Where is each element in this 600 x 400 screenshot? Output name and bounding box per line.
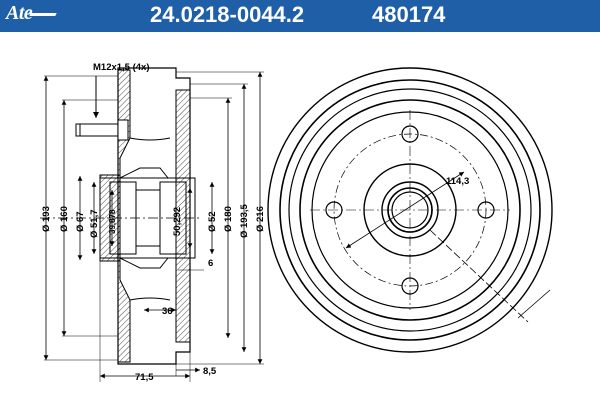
part-number: 24.0218-0044.2 [150,2,305,27]
dim-180: Ø 180 [223,206,234,232]
technical-drawing: M12x1,5 (4x) Ø 193 Ø 160 Ø 67 Ø 51,7 39,… [40,62,553,383]
dim-6: 6 [208,258,213,269]
left-dimensions [43,75,118,361]
dim-51-7: Ø 51,7 [89,209,100,238]
right-dimensions [175,71,264,365]
pcd-label: 114,3 [446,176,469,187]
section-view [40,67,200,365]
header-bar: Ate 24.0218-0044.2 480174 [0,0,600,32]
front-view [267,67,553,353]
dim-193-5: Ø 193,5 [239,203,250,238]
ref-number: 480174 [372,2,446,27]
ate-logo: Ate [6,2,57,25]
dim-216: Ø 216 [255,206,266,232]
dim-71-5: 71,5 [135,372,154,383]
bottom-dimensions [99,258,200,382]
dim-39-878: 39,878 [108,209,117,234]
thread-label: M12x1,5 (4x) [93,62,150,73]
dim-52: Ø 52 [207,211,218,232]
dim-8-5: 8,5 [203,366,217,377]
dim-36: 36 [162,306,173,317]
dim-193: Ø 193 [41,206,52,232]
dim-160: Ø 160 [59,206,70,232]
dim-67: Ø 67 [75,211,86,232]
dim-50-292: 50,292 [172,207,183,236]
